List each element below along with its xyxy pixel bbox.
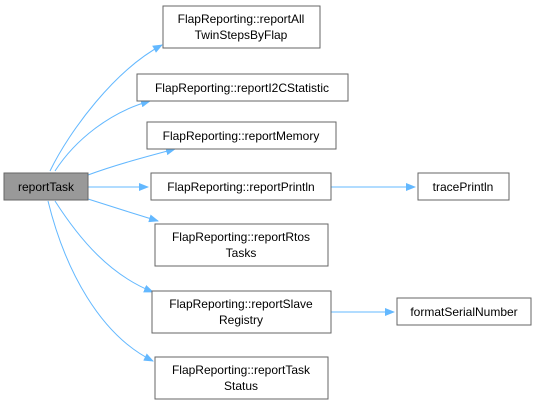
node-label: tracePrintln (433, 180, 494, 194)
edges (47, 44, 416, 362)
node-formatserialnumber[interactable]: formatSerialNumber (396, 297, 532, 326)
node-reporttaskstatus[interactable]: FlapReporting::reportTask Status (154, 356, 329, 400)
edge-reporttask-to-reportrtostasks (87, 198, 159, 223)
node-reportrtostasks[interactable]: FlapReporting::reportRtos Tasks (154, 223, 329, 267)
edge-reporttask-to-reporti2cstatistic (54, 99, 151, 172)
edge-reporttask-to-reportalltwinstepsbyflap (49, 44, 163, 172)
node-traceprintln[interactable]: tracePrintln (417, 172, 510, 201)
node-label-line-1: FlapReporting::reportRtos (172, 230, 310, 244)
node-label-line-2: Registry (219, 313, 263, 327)
node-reportslaveregistry[interactable]: FlapReporting::reportSlave Registry (151, 290, 332, 334)
node-label-line-2: TwinStepsByFlap (195, 28, 288, 42)
node-label-line-1: FlapReporting::reportSlave (169, 297, 313, 311)
edge-reporttask-to-reportmemory (87, 147, 176, 176)
node-label: FlapReporting::reportMemory (163, 129, 320, 143)
node-label: reportTask (18, 180, 75, 194)
node-label-line-2: Status (224, 379, 258, 393)
node-label-line-1: FlapReporting::reportAll (178, 12, 305, 26)
edge-reporttask-to-reportslaveregistry (54, 200, 154, 293)
node-reporti2cstatistic[interactable]: FlapReporting::reportI2CStatistic (136, 73, 349, 102)
node-reportalltwinstepsbyflap[interactable]: FlapReporting::reportAll TwinStepsByFlap (162, 5, 321, 49)
node-label-line-1: FlapReporting::reportTask (172, 363, 311, 377)
node-label-line-2: Tasks (226, 246, 257, 260)
edge-reporttask-to-reporttaskstatus (47, 200, 154, 362)
node-reportprintln[interactable]: FlapReporting::reportPrintln (150, 172, 332, 201)
node-label: formatSerialNumber (410, 305, 517, 319)
node-label: FlapReporting::reportPrintln (167, 180, 314, 194)
node-reporttask[interactable]: reportTask (3, 172, 89, 201)
node-label: FlapReporting::reportI2CStatistic (155, 81, 329, 95)
node-reportmemory[interactable]: FlapReporting::reportMemory (146, 121, 337, 150)
